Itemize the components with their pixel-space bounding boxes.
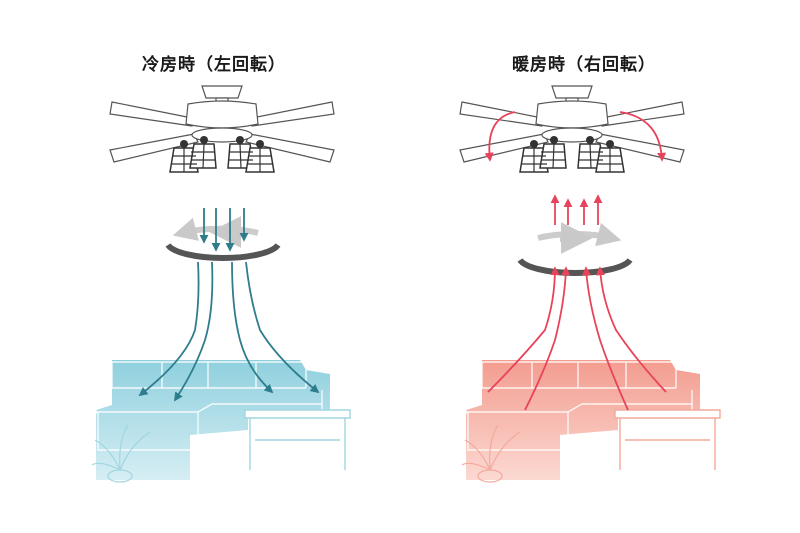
cooling-rotation-icon [165,216,281,261]
cooling-panel [91,85,351,483]
heating-airflow [487,194,667,411]
cooling-airflow [138,208,320,402]
cooling-fan [109,85,335,173]
heating-blade-arrows [484,111,667,162]
cooling-sofa [95,360,351,480]
cooling-plant [91,424,151,483]
heating-sofa [465,360,721,480]
heating-title: 暖房時（右回転） [512,55,656,75]
heating-panel [459,85,721,483]
heating-plant [461,424,521,483]
heating-rotation-icon [517,222,633,276]
cooling-title: 冷房時（左回転） [142,55,286,75]
